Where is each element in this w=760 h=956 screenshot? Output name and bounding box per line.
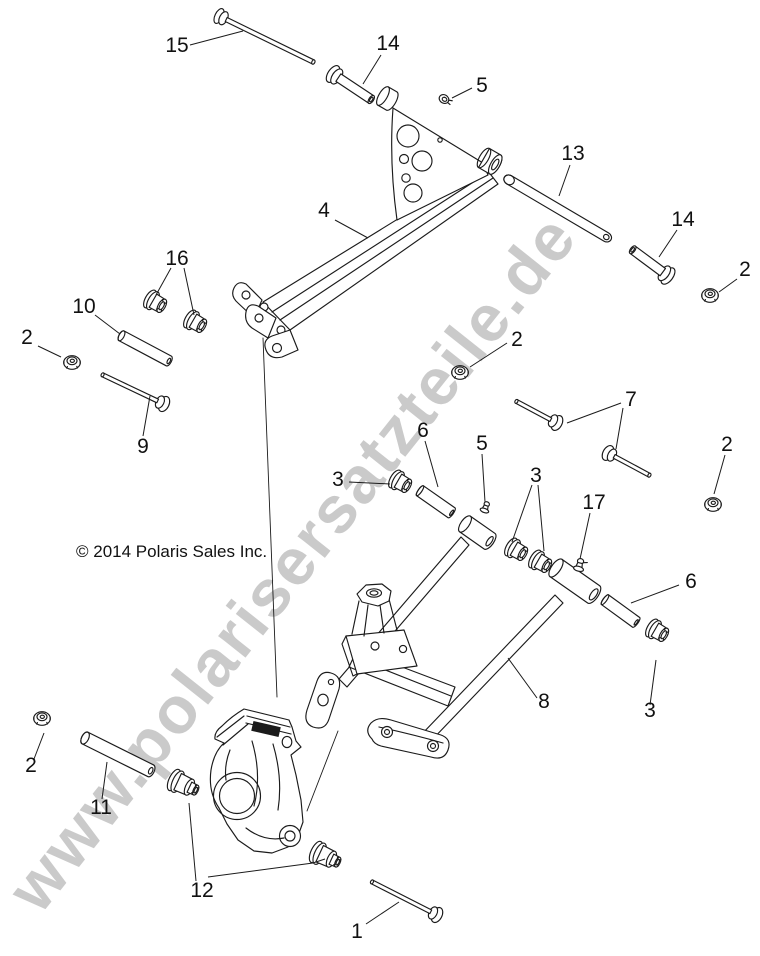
leader-line	[183, 267, 195, 316]
part-17-grease-fitting	[572, 556, 588, 574]
leader-line	[566, 402, 622, 424]
callout-8: 8	[538, 690, 550, 713]
leader-line	[630, 584, 680, 604]
leader-line	[94, 314, 121, 335]
callout-3-center: 3	[530, 464, 542, 487]
part-3-bushing-lower-right	[642, 616, 673, 646]
part-2-nut-lower-left	[33, 711, 51, 726]
leader-line	[37, 345, 62, 358]
leader-line	[334, 219, 369, 239]
copyright-text: © 2014 Polaris Sales Inc.	[76, 542, 267, 561]
leader-lines	[33, 30, 738, 925]
leader-line	[615, 407, 624, 450]
leader-line	[713, 454, 726, 495]
callout-2-lower-left: 2	[25, 754, 37, 777]
callout-17: 17	[582, 491, 605, 514]
leader-line	[649, 659, 657, 706]
callout-6-center: 6	[417, 419, 429, 442]
callout-2-far-right: 2	[739, 258, 751, 281]
callout-2-mid-right: 2	[721, 433, 733, 456]
leader-line	[481, 453, 486, 503]
part-15-bolt	[212, 7, 318, 70]
leader-line	[558, 164, 571, 197]
leader-line	[362, 54, 382, 85]
leader-line	[424, 440, 439, 488]
part-5-grease-fitting	[479, 499, 493, 515]
callout-3-left: 3	[332, 468, 344, 491]
part-5-screw-top	[438, 93, 453, 107]
assembly-lines	[263, 338, 338, 811]
callout-3-lower: 3	[644, 699, 656, 722]
part-16-bushing-b	[180, 307, 211, 337]
leader-line	[537, 484, 545, 552]
leader-line	[469, 342, 508, 368]
callout-7: 7	[625, 388, 637, 411]
callout-5-top: 5	[476, 74, 488, 97]
callout-10: 10	[72, 295, 95, 318]
callout-9: 9	[137, 435, 149, 458]
part-6-spacer-tube-center	[414, 484, 457, 520]
part-knuckle	[210, 709, 303, 853]
leader-line	[155, 267, 172, 296]
callout-12: 12	[190, 879, 213, 902]
leader-line	[451, 87, 473, 99]
leader-line	[188, 802, 197, 882]
part-14-bolt-top	[324, 63, 379, 108]
part-8-rear-control-arm	[306, 514, 604, 758]
leader-line	[142, 395, 151, 437]
leader-line	[579, 512, 591, 560]
callout-labels: 15 14 5 13 14 2 4 16 10 2 9 2 7 2 6 5 3 …	[21, 32, 751, 943]
leader-line	[189, 30, 244, 46]
callout-16: 16	[165, 247, 188, 270]
part-12-bushing-b	[306, 838, 346, 875]
leader-line	[207, 858, 326, 878]
part-6-spacer-tube-right	[599, 593, 642, 629]
callout-6-right: 6	[685, 570, 697, 593]
part-10-spacer-tube	[116, 329, 174, 368]
callout-11: 11	[90, 796, 112, 819]
callout-13: 13	[561, 142, 584, 165]
part-2-nut-far-right	[701, 288, 719, 303]
leader-line	[33, 732, 45, 760]
part-4-upper-control-arm	[233, 85, 505, 358]
part-7-bolt-a	[511, 394, 565, 433]
callout-4: 4	[318, 199, 330, 222]
part-2-nut-left	[63, 355, 81, 370]
part-16-bushing-a	[140, 287, 171, 317]
leader-line	[511, 484, 533, 543]
callout-1: 1	[351, 920, 363, 943]
part-14-bolt-right	[625, 241, 678, 287]
part-1-bolt	[367, 874, 445, 924]
leader-line	[718, 278, 738, 293]
leader-line	[507, 657, 538, 699]
part-2-nut-mid-right	[704, 497, 722, 512]
part-7-bolt-b	[600, 444, 655, 483]
leader-line	[365, 901, 400, 925]
part-2-nut-middle	[451, 365, 469, 380]
callout-14-right: 14	[671, 208, 695, 231]
callout-15: 15	[165, 34, 188, 57]
parts-layer	[33, 7, 722, 924]
callout-5-center: 5	[476, 432, 488, 455]
leader-line	[101, 761, 108, 800]
leader-line	[348, 481, 391, 485]
callout-14-top: 14	[376, 32, 400, 55]
part-9-bolt	[98, 367, 172, 413]
callout-2-left: 2	[21, 326, 33, 349]
leader-line	[658, 229, 678, 258]
part-3-bushing-center-a	[501, 535, 532, 565]
callout-2-middle: 2	[511, 328, 523, 351]
